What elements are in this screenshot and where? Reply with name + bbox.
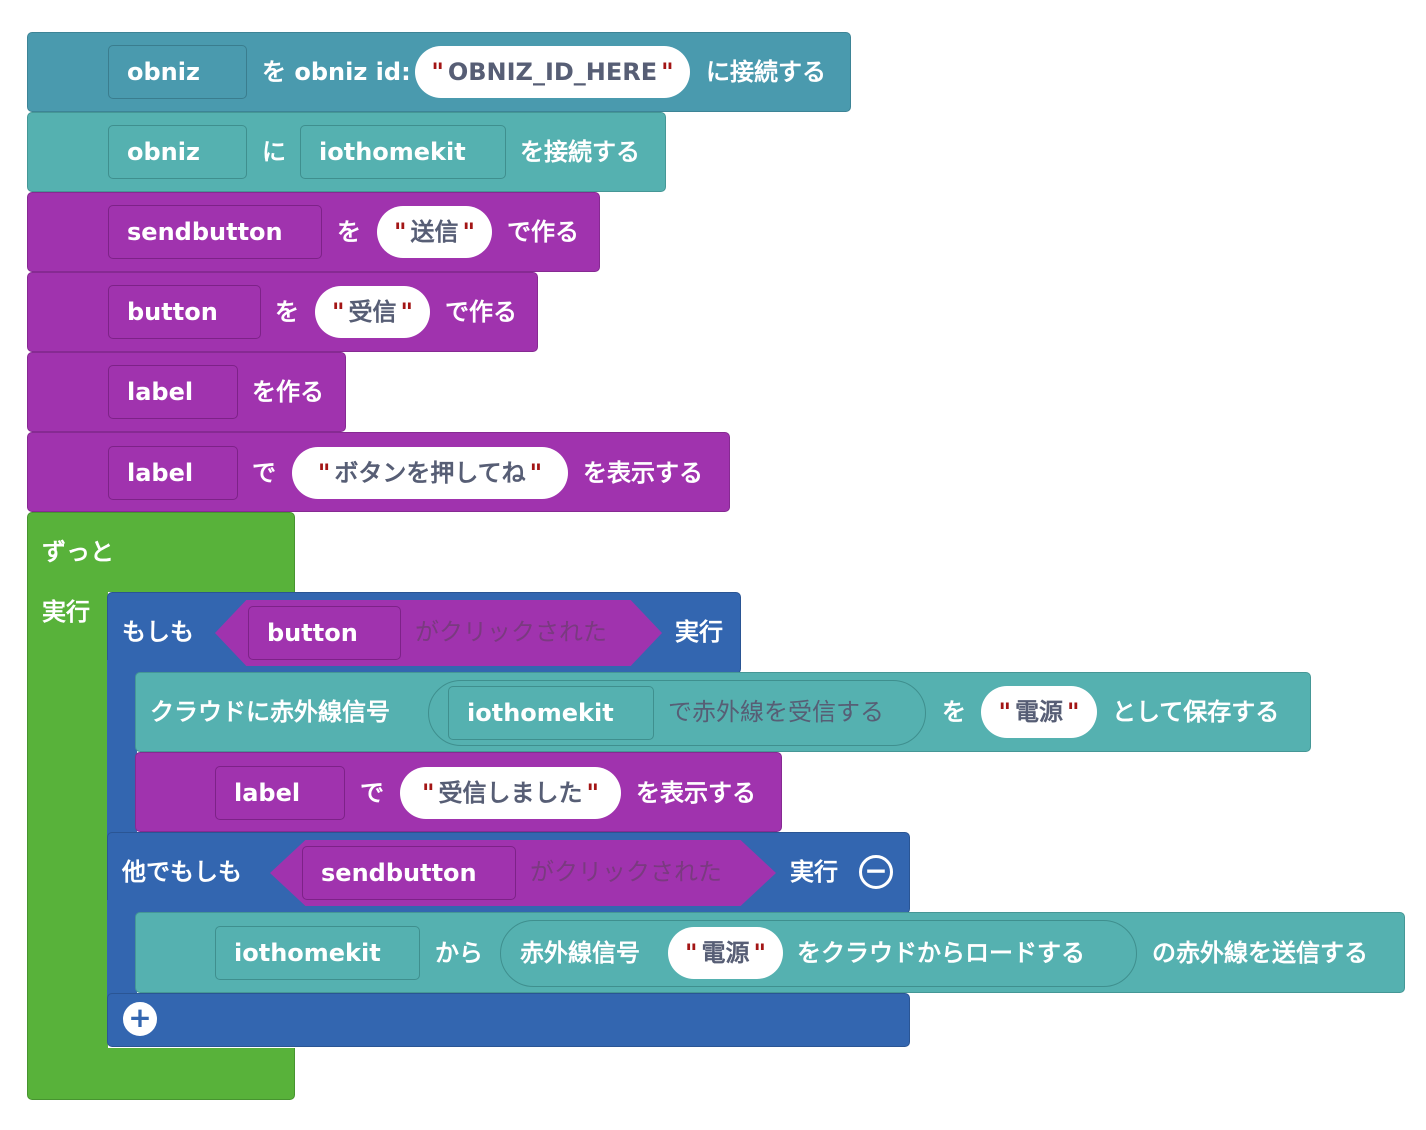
label: で <box>360 779 384 807</box>
obniz-id-input[interactable]: "OBNIZ_ID_HERE" <box>415 46 690 98</box>
forever-do-label: 実行 <box>42 598 90 626</box>
variable-dropdown[interactable]: iothomekit <box>215 926 420 980</box>
signal-name-input[interactable]: "電源" <box>668 927 783 979</box>
text-input[interactable]: "受信しました" <box>400 767 621 819</box>
variable-dropdown[interactable]: sendbutton <box>108 205 322 259</box>
label: の赤外線を送信する <box>1152 939 1368 967</box>
label: をクラウドからロードする <box>797 939 1085 967</box>
variable-dropdown[interactable]: obniz <box>108 45 247 99</box>
variable-dropdown[interactable]: button <box>108 285 261 339</box>
variable-dropdown[interactable]: iothomekit <box>300 125 506 179</box>
remove-else-if-minus-icon[interactable]: − <box>859 855 893 889</box>
text-input[interactable]: "送信" <box>377 206 492 258</box>
label: 赤外線信号 <box>520 939 640 967</box>
label: で赤外線を受信する <box>668 698 884 726</box>
if-block-footer <box>107 993 910 1047</box>
label: を作る <box>252 378 324 406</box>
label: を表示する <box>583 459 703 487</box>
label: から <box>435 939 483 967</box>
label: クラウドに赤外線信号 <box>150 698 390 726</box>
variable-dropdown[interactable]: iothomekit <box>448 686 654 740</box>
label: を <box>275 298 299 326</box>
add-else-if-plus-icon[interactable]: + <box>123 1002 157 1036</box>
else-if-do-label: 実行 <box>790 858 838 886</box>
forever-label: ずっと <box>42 538 114 566</box>
variable-dropdown[interactable]: label <box>215 766 345 820</box>
label: として保存する <box>1112 698 1280 726</box>
label: を <box>942 698 966 726</box>
variable-dropdown[interactable]: label <box>108 365 238 419</box>
condition-text: がクリックされた <box>530 858 722 886</box>
variable-dropdown[interactable]: label <box>108 446 238 500</box>
variable-dropdown[interactable]: sendbutton <box>302 846 516 900</box>
variable-dropdown[interactable]: obniz <box>108 125 247 179</box>
label: で <box>252 459 276 487</box>
label: を接続する <box>520 138 640 166</box>
else-if-label: 他でもしも <box>122 858 242 886</box>
label: に接続する <box>706 58 826 86</box>
label: に <box>262 138 286 166</box>
label: で作る <box>445 298 517 326</box>
label: で作る <box>507 218 579 246</box>
label: を <box>337 218 361 246</box>
load-ir-block[interactable] <box>500 920 1137 987</box>
signal-name-input[interactable]: "電源" <box>981 686 1097 738</box>
label: を obniz id: <box>262 58 411 86</box>
label: を表示する <box>636 779 756 807</box>
variable-dropdown[interactable]: button <box>248 606 401 660</box>
if-do-label: 実行 <box>675 618 723 646</box>
condition-text: がクリックされた <box>415 618 607 646</box>
text-input[interactable]: "ボタンを押してね" <box>292 447 568 499</box>
text-input[interactable]: "受信" <box>315 286 430 338</box>
if-label: もしも <box>122 618 194 646</box>
